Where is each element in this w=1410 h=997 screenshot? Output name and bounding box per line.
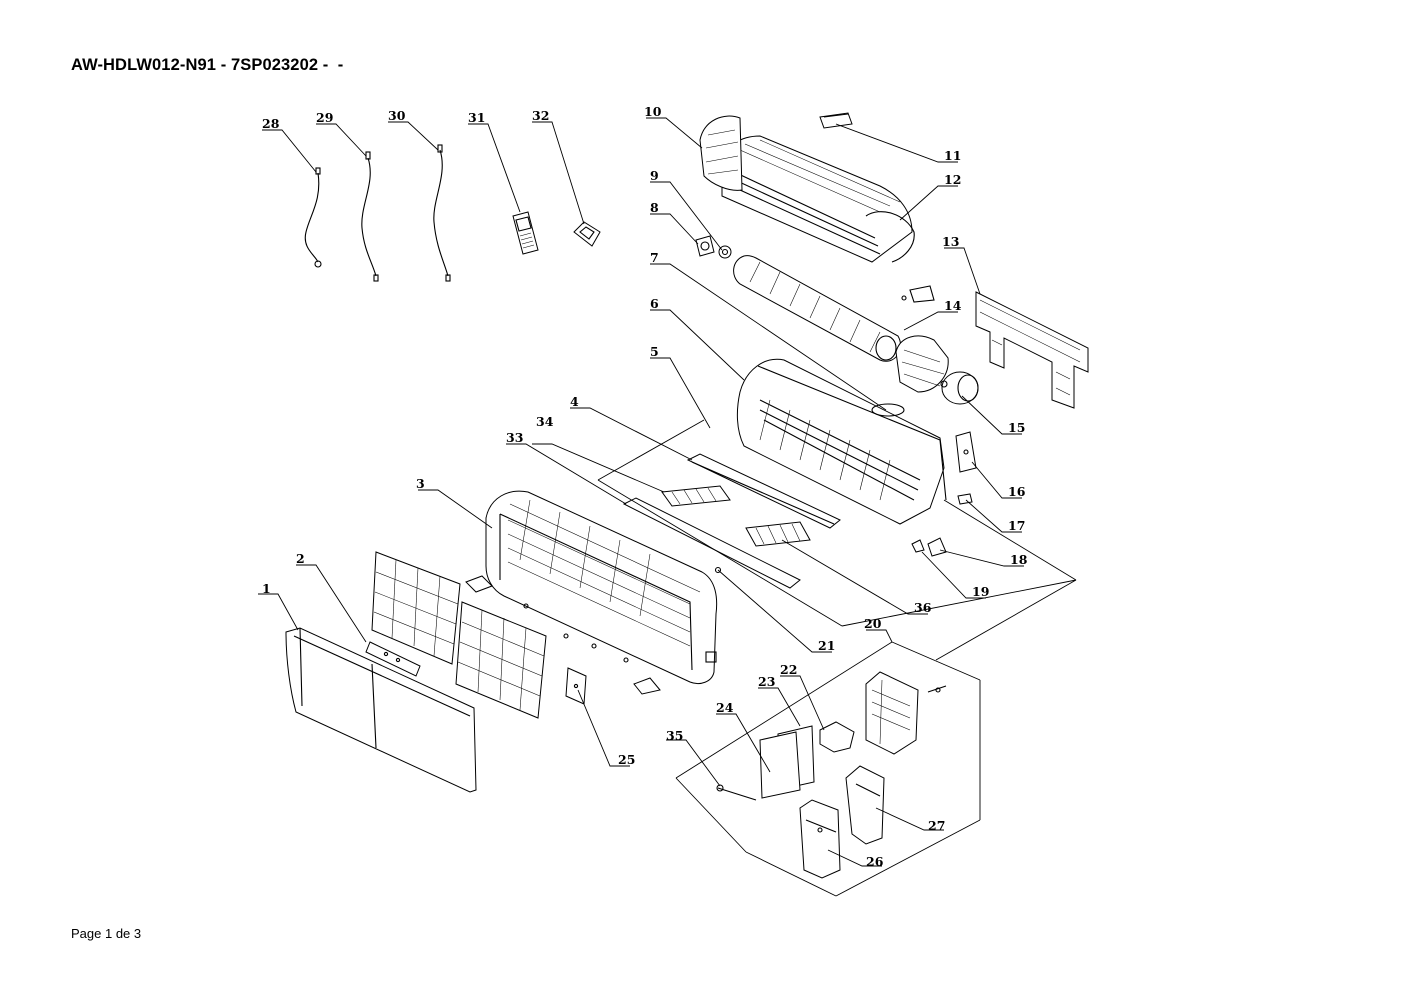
leader-lines — [258, 117, 1024, 867]
label-12: 12 — [944, 172, 961, 187]
louver-set-34 — [661, 485, 811, 547]
label-2: 2 — [296, 551, 305, 566]
pcb-24 — [759, 731, 801, 799]
electric-box-22 — [819, 671, 947, 755]
group-outline-electric — [675, 579, 1077, 897]
label-6: 6 — [650, 296, 659, 311]
label-22: 22 — [780, 662, 797, 677]
box-cover-27 — [845, 765, 885, 845]
label-4: 4 — [570, 394, 579, 409]
label-7: 7 — [650, 250, 659, 265]
label-20: 20 — [864, 616, 882, 631]
label-10: 10 — [644, 104, 662, 119]
label-27: 27 — [928, 818, 945, 833]
label-36: 36 — [914, 600, 932, 615]
chassis-6 — [736, 358, 947, 525]
cable-28 — [304, 167, 322, 268]
hook-left — [465, 575, 493, 593]
part-number-labels: 1 2 3 4 5 6 7 8 9 10 11 12 13 14 15 16 1… — [262, 104, 1028, 869]
hook-right — [633, 677, 661, 695]
crossflow-fan-7 — [733, 255, 902, 362]
front-frame-3 — [485, 490, 718, 685]
label-14: 14 — [944, 298, 962, 313]
label-15: 15 — [1008, 420, 1025, 435]
label-25: 25 — [618, 752, 635, 767]
label-31: 31 — [468, 110, 485, 125]
label-11: 11 — [944, 148, 961, 163]
remote-control-31 — [512, 211, 539, 255]
wire-35 — [716, 784, 757, 801]
group-outline-chassis — [597, 419, 1077, 627]
label-5: 5 — [650, 344, 659, 359]
cover-11 — [819, 112, 853, 129]
label-3: 3 — [416, 476, 425, 491]
sensor-18 — [927, 537, 947, 557]
box-cover-26 — [799, 799, 841, 879]
fan-motor-15 — [940, 371, 979, 405]
remote-holder-32 — [573, 221, 601, 247]
label-28: 28 — [262, 116, 280, 131]
label-26: 26 — [866, 854, 884, 869]
mounting-plate-13 — [975, 291, 1089, 409]
label-35: 35 — [666, 728, 683, 743]
label-13: 13 — [942, 234, 959, 249]
louver-4 — [686, 453, 841, 529]
cover-plate-25 — [565, 667, 587, 705]
label-17: 17 — [1008, 518, 1025, 533]
page-footer: Page 1 de 3 — [71, 926, 142, 941]
label-18: 18 — [1010, 552, 1028, 567]
label-32: 32 — [532, 108, 549, 123]
electric-cover-16 — [955, 431, 977, 473]
label-23: 23 — [758, 674, 775, 689]
clip-19 — [911, 539, 925, 553]
front-panel-1 — [285, 627, 477, 793]
label-34: 34 — [536, 414, 554, 429]
label-16: 16 — [1008, 484, 1026, 499]
air-filter-left — [371, 551, 461, 665]
bushing-9 — [718, 245, 732, 259]
document-title: AW-HDLW012-N91 - 7SP023202 - - — [71, 56, 344, 74]
label-21: 21 — [818, 638, 835, 653]
label-29: 29 — [316, 110, 333, 125]
cable-29 — [361, 151, 379, 282]
cable-30 — [433, 144, 451, 282]
bracket-10 — [699, 115, 743, 191]
display-board-2 — [365, 641, 421, 677]
label-9: 9 — [650, 168, 659, 183]
sensor-17 — [957, 493, 973, 505]
label-33: 33 — [506, 430, 523, 445]
label-1: 1 — [262, 581, 271, 596]
label-24: 24 — [716, 700, 734, 715]
label-30: 30 — [388, 108, 406, 123]
label-19: 19 — [972, 584, 989, 599]
label-8: 8 — [650, 200, 659, 215]
bearing-8 — [695, 235, 715, 257]
motor-cover-14 — [895, 285, 949, 393]
air-filter-right — [455, 601, 547, 719]
evaporator-12 — [721, 135, 915, 263]
